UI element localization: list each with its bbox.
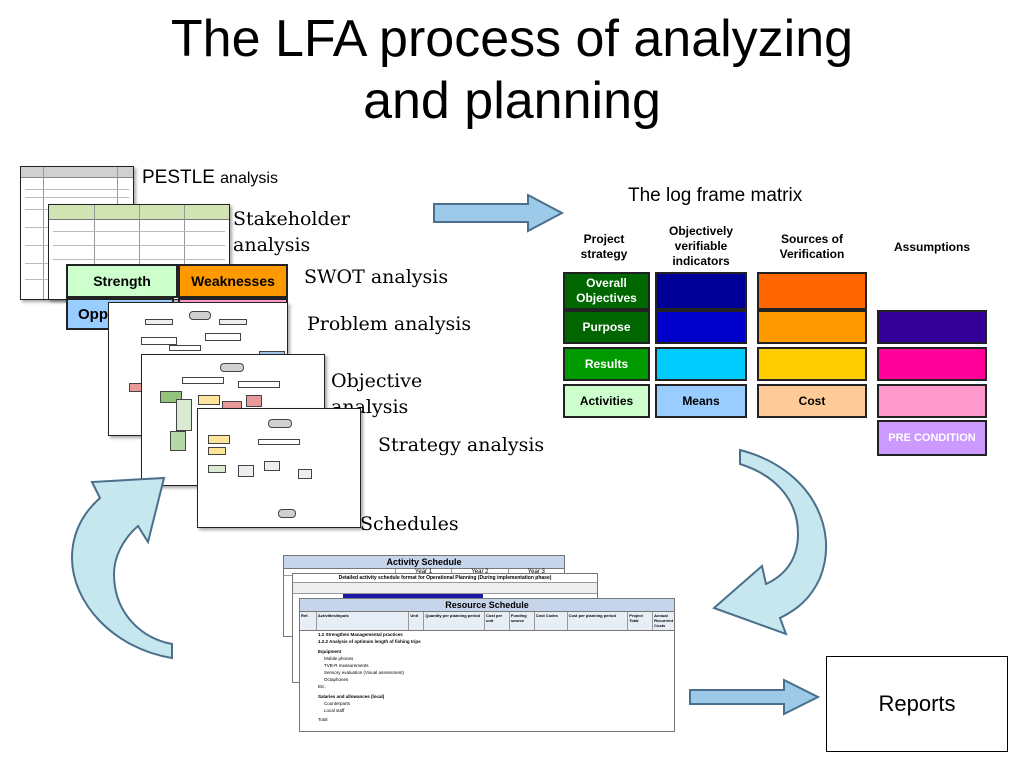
title-line-1: The LFA process of analyzing <box>170 10 854 68</box>
year-3: Year 3 <box>507 569 564 575</box>
resource-row: Sensory evaluation (Visual assessment) <box>324 670 404 675</box>
col-project-total: Project Total <box>628 612 654 630</box>
cell-means: Means <box>655 384 747 418</box>
resource-schedule-title: Resource Schedule <box>300 599 674 612</box>
right-arrow-to-logframe-shape <box>433 193 565 233</box>
resource-row: Counterparts <box>324 701 351 706</box>
logframe-label: The log frame matrix <box>628 185 803 206</box>
resource-row: Octaphones <box>324 677 349 682</box>
right-arrow-to-logframe <box>433 193 565 233</box>
cell-assumption-activities <box>877 384 987 418</box>
resource-row: Total <box>318 717 328 722</box>
cell-cost: Cost <box>757 384 867 418</box>
cell-indicator-results <box>655 347 747 381</box>
cycle-arrow-left <box>70 476 173 660</box>
year-1: Year 1 <box>394 569 451 575</box>
resource-row: Local staff <box>324 708 345 713</box>
resource-row: 1.2.2 Analysis of optimum length of fish… <box>318 639 421 644</box>
reports-box: Reports <box>826 656 1008 752</box>
col-quantity: Quantity per planning period <box>424 612 486 630</box>
resource-row: Mobile phones <box>324 656 354 661</box>
pestle-label-analysis: analysis <box>220 170 278 187</box>
cycle-arrow-left-shape <box>70 476 173 660</box>
row-purpose: Purpose <box>563 310 650 344</box>
pestle-label-word: PESTLE <box>142 167 215 188</box>
col-activities: Activities/Inputs <box>317 612 410 630</box>
row-purpose-label: Purpose <box>582 319 631 334</box>
row-overall-objectives: Overall Objectives <box>563 272 650 310</box>
cell-source-results <box>757 347 867 381</box>
col-recurrent: Annual Recurrent Costs <box>654 613 674 628</box>
header-verification: Sources of Verification <box>779 232 845 261</box>
row-results-label: Results <box>584 356 629 371</box>
cell-source-purpose <box>757 310 867 344</box>
pre-condition-label: PRE CONDITION <box>888 431 976 444</box>
resource-row: Salaries and allowances (local) <box>318 694 385 699</box>
cell-source-overall <box>757 272 867 310</box>
resource-schedule-sheet: Resource Schedule Ref. Activities/Inputs… <box>299 598 675 732</box>
row-overall-objectives-label: Overall Objectives <box>576 276 637 305</box>
resource-row: TVB-R measurements <box>324 663 369 668</box>
stakeholder-label-line-2: analysis <box>233 234 311 256</box>
cell-assumption-results <box>877 347 987 381</box>
cell-assumption-purpose <box>877 310 987 344</box>
right-arrow-to-reports-shape <box>689 678 821 716</box>
title-line-2: and planning <box>363 72 661 130</box>
cycle-arrow-right-shape <box>712 448 828 636</box>
resource-row: Equipment <box>318 649 342 654</box>
cell-cost-label: Cost <box>798 393 826 408</box>
strategy-analysis-label: Strategy analysis <box>378 434 545 456</box>
pre-condition-box: PRE CONDITION <box>877 420 987 456</box>
stakeholder-label: Stakeholder analysis <box>233 206 350 258</box>
cell-indicator-purpose <box>655 310 747 344</box>
col-cost-period: Cost per planning period <box>568 612 629 630</box>
cell-means-label: Means <box>682 393 720 408</box>
schedules-label: Schedules <box>360 513 459 535</box>
stakeholder-label-line-1: Stakeholder <box>233 208 350 230</box>
header-project-strategy: Project strategy <box>580 232 628 261</box>
col-funding: Funding source <box>510 612 535 630</box>
swot-opportunities-text: Oppo <box>78 305 118 323</box>
resource-row: 1.2 Strengthen Managemental practices <box>318 632 403 637</box>
swot-label: SWOT analysis <box>304 266 449 288</box>
row-results: Results <box>563 347 650 381</box>
swot-strength: Strength <box>66 264 178 298</box>
year-2: Year 2 <box>451 569 507 575</box>
row-activities: Activities <box>563 384 650 418</box>
resource-rows: 1.2 Strengthen Managemental practices 1.… <box>300 631 674 723</box>
reports-label: Reports <box>878 691 956 716</box>
right-arrow-to-reports <box>689 678 821 716</box>
objective-label-line-1: Objective <box>331 370 423 392</box>
strategy-thumbnail <box>197 408 361 528</box>
resource-row: Etc. <box>318 684 326 689</box>
swot-weaknesses: Weaknesses <box>178 264 288 298</box>
activity-schedule-title: Activity Schedule <box>284 556 564 569</box>
problem-analysis-label: Problem analysis <box>307 313 472 335</box>
pestle-label: PESTLE analysis <box>142 166 278 191</box>
col-ref: Ref. <box>300 612 317 630</box>
row-activities-label: Activities <box>579 393 634 408</box>
col-unit: Unit <box>409 612 425 630</box>
cycle-arrow-right <box>712 448 828 636</box>
cell-indicator-overall <box>655 272 747 310</box>
header-assumptions: Assumptions <box>893 240 970 254</box>
col-cost-unit: Cost per unit <box>485 612 510 630</box>
header-indicators: Objectively verifiable indicators <box>668 224 734 268</box>
slide-title: The LFA process of analyzing and plannin… <box>0 8 1024 132</box>
detailed-activity-title: Detailed activity schedule format for Op… <box>293 574 597 583</box>
col-cost-codes: Cost Codes <box>535 612 568 630</box>
